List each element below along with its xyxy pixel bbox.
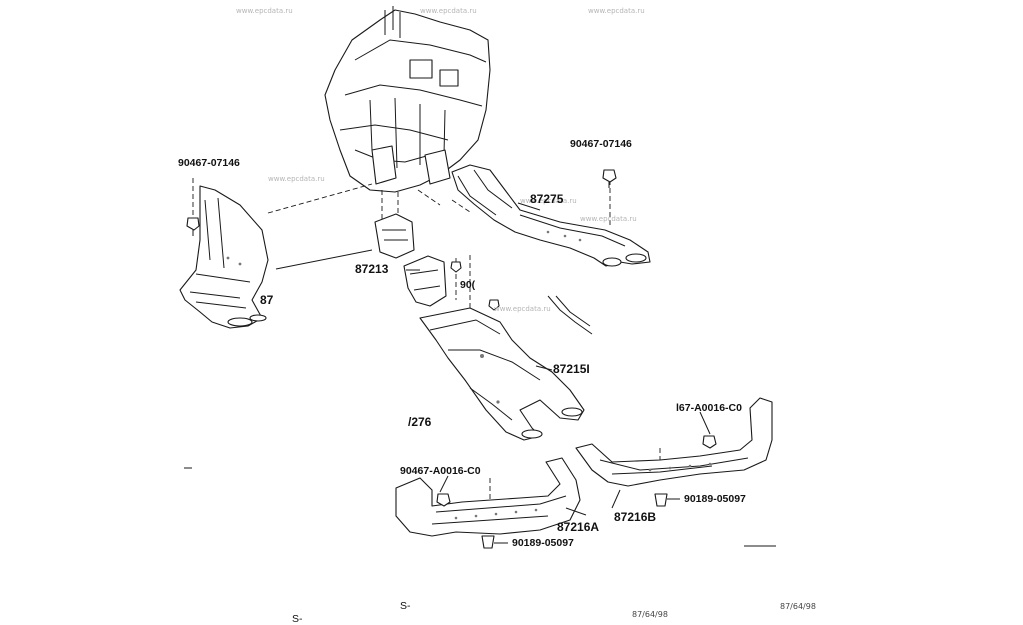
- duct-87215: [419, 307, 585, 441]
- callout-clip-lower-left: 90467-A0016-C0: [400, 465, 481, 477]
- callout-87216A: 87216A: [557, 520, 600, 534]
- clip-lower-left-icon: [436, 493, 451, 507]
- watermark: www.epcdata.ru: [420, 7, 477, 15]
- watermark: www.epcdata.ru: [588, 7, 645, 15]
- callout-duct-left: 87: [260, 293, 274, 307]
- clip-upper-left-icon: [186, 217, 200, 236]
- callout-leaders: [275, 202, 711, 516]
- callout-87215: 87215I: [553, 362, 590, 376]
- callout-87213: 87213: [355, 262, 389, 276]
- duct-partial-right: [547, 295, 593, 335]
- duct-87216B: [575, 397, 773, 487]
- duct-87275: [451, 164, 651, 267]
- fastener-lower-right-icon: [654, 493, 680, 507]
- watermark: www.epcdata.ru: [268, 175, 325, 183]
- section-mark: S-: [400, 600, 411, 612]
- callout-clip-lower-right: l67-A0016-C0: [676, 402, 742, 414]
- callout-fastener-lower-left: 90189-05097: [512, 537, 574, 549]
- watermark: www.epcdata.ru: [236, 7, 293, 15]
- callout-clip-upper-right: 90467-07146: [570, 138, 632, 150]
- heater-unit-assembly: [324, 6, 491, 193]
- callout-87275: 87275: [530, 192, 564, 206]
- duct-left: [179, 185, 269, 329]
- callout-87216B: 87216B: [614, 510, 657, 524]
- callout-clip-center: 90(: [460, 279, 476, 291]
- watermark: www.epcdata.ru: [494, 305, 551, 313]
- watermark: www.epcdata.ru: [520, 197, 577, 205]
- watermark: www.epcdata.ru: [580, 215, 637, 223]
- clip-upper-right-icon: [602, 169, 617, 188]
- figure-code: 87/64/98: [632, 610, 668, 619]
- callout-87276: /276: [407, 415, 432, 429]
- fastener-lower-left-icon: [481, 535, 508, 549]
- duct-87213: [374, 213, 447, 307]
- clip-center-icon: [450, 261, 500, 311]
- section-mark: S-: [292, 613, 303, 625]
- callout-fastener-lower-right: 90189-05097: [684, 493, 746, 505]
- clip-lower-right-icon: [702, 435, 717, 449]
- callout-clip-upper-left: 90467-07146: [178, 157, 240, 169]
- figure-code: 87/64/98: [780, 602, 816, 611]
- duct-87216A: [395, 457, 581, 537]
